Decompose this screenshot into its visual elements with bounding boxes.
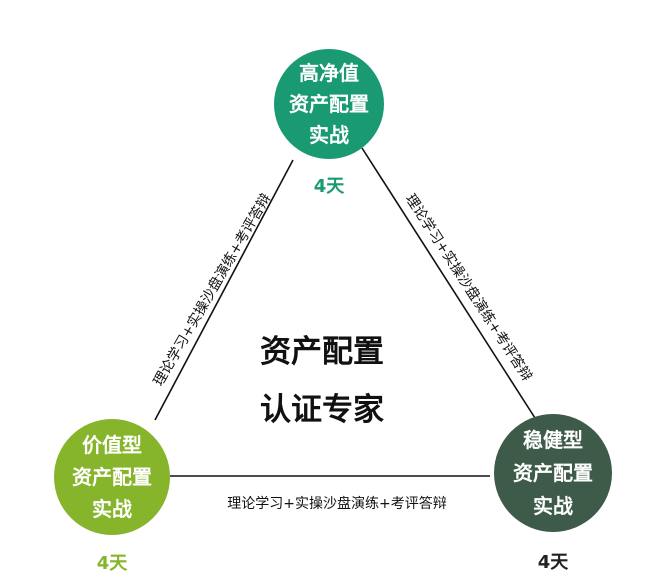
edge-right-label: 理论学习+实操沙盘演练+考评答辩 [402, 191, 536, 384]
edge-left-line [154, 159, 294, 421]
edge-left-label: 理论学习+实操沙盘演练+考评答辩 [150, 190, 274, 389]
center-title-line2: 认证专家 [260, 392, 384, 428]
node-right-line1: 稳健型 [523, 428, 583, 452]
node-top-line3: 实战 [309, 123, 349, 147]
node-value: 价值型 资产配置 实战 4天 [54, 419, 170, 574]
node-top-line1: 高净值 [299, 61, 359, 85]
edge-bottom-label: 理论学习+实操沙盘演练+考评答辩 [227, 495, 446, 512]
node-left-line1: 价值型 [82, 433, 142, 457]
node-right-circle [494, 414, 612, 532]
node-right-days: 4天 [538, 552, 570, 573]
node-top-circle [274, 49, 384, 159]
node-left-circle [54, 419, 170, 535]
node-stable: 稳健型 资产配置 实战 4天 [494, 414, 612, 573]
node-left-days: 4天 [97, 553, 129, 574]
node-top-days: 4天 [314, 176, 346, 197]
edge-right-line [361, 147, 536, 419]
node-right-line3: 实战 [533, 494, 573, 518]
node-right-line2: 资产配置 [513, 461, 593, 485]
center-title-line1: 资产配置 [260, 334, 384, 370]
node-left-line3: 实战 [92, 497, 132, 521]
node-top-line2: 资产配置 [289, 92, 369, 116]
node-high-net-worth: 高净值 资产配置 实战 4天 [274, 49, 384, 197]
node-left-line2: 资产配置 [72, 465, 152, 489]
